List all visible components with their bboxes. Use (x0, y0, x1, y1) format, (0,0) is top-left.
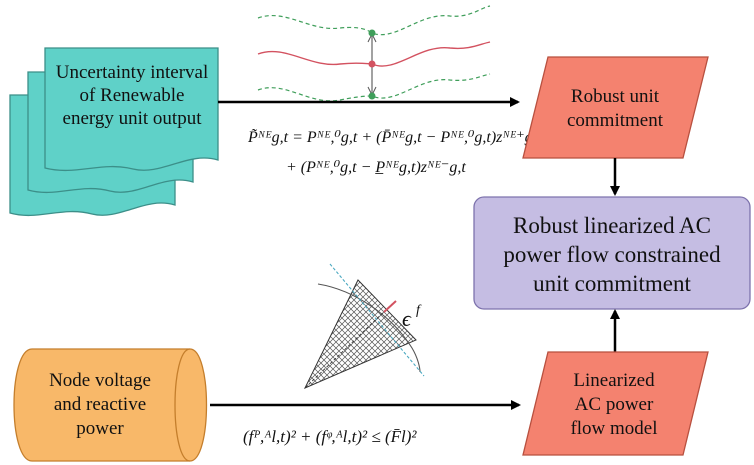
equation1-line2: + (Pᴺᴱ,⁰g,t − P̲ᴺᴱg,t)zᴺᴱ⁻g,t (286, 159, 466, 176)
robust-linearized-ac-node: Robust linearized AC power flow constrai… (473, 196, 751, 310)
upper-point (368, 29, 376, 37)
linearized-shape (522, 351, 709, 456)
uncertainty-interval-node: Uncertainty interval of Renewable energy… (9, 47, 219, 217)
epsilon-superscript: f (416, 303, 422, 318)
robust-uc-label-line1: Robust unit (571, 86, 660, 107)
robust-unit-commitment-node: Robust unit commitment (522, 56, 709, 159)
robust-uc-shape (522, 56, 709, 159)
node-voltage-label-line1: Node voltage (49, 370, 151, 391)
robust-lac-label-line1: Robust linearized AC (513, 213, 711, 238)
robust-lac-label-line3: unit commitment (533, 271, 691, 296)
approximation-error (383, 300, 397, 313)
epsilon-symbol: ϵ (402, 306, 412, 331)
lower-point (368, 92, 376, 100)
node-voltage-node: Node voltage and reactive power (13, 348, 208, 462)
robust-lac-label-line2: power flow constrained (503, 242, 721, 267)
node-voltage-cap (174, 348, 191, 462)
node-voltage-label-line3: power (76, 418, 124, 439)
tangent-line (329, 263, 425, 377)
linearized-label-line1: Linearized (573, 370, 655, 391)
flow-limit-equation: (fᴾ,ᴬl,t)² + (fᵠ,ᴬl,t)² ≤ (F̄l)² (243, 427, 417, 446)
robust-uc-label-line2: commitment (567, 110, 664, 131)
uncertainty-doc-front (44, 47, 219, 172)
circle-arc (317, 283, 421, 373)
equation1-line1: P̃ᴺᴱg,t = Pᴺᴱ,⁰g,t + (P̄ᴺᴱg,t − Pᴺᴱ,⁰g,t… (247, 128, 542, 146)
robust-output-equation: P̃ᴺᴱg,t = Pᴺᴱ,⁰g,t + (P̄ᴺᴱg,t − Pᴺᴱ,⁰g,t… (247, 128, 542, 176)
upper-bound-curve (257, 5, 491, 36)
uncertainty-label-line1: Uncertainty interval (56, 62, 208, 83)
linearization-cone-illustration: ϵ f (303, 263, 425, 389)
forecast-point (368, 60, 376, 68)
node-voltage-label-line2: and reactive (54, 394, 146, 415)
cone-bisector (304, 303, 393, 389)
lower-bound-curve (257, 73, 491, 102)
linearized-label-line3: flow model (570, 418, 657, 439)
linearized-label-line2: AC power (575, 394, 654, 415)
uncertainty-band-illustration (257, 5, 491, 102)
uncertainty-label-line2: of Renewable (80, 85, 185, 106)
uncertainty-label-line3: energy unit output (63, 108, 203, 129)
linearized-ac-node: Linearized AC power flow model (522, 351, 709, 456)
